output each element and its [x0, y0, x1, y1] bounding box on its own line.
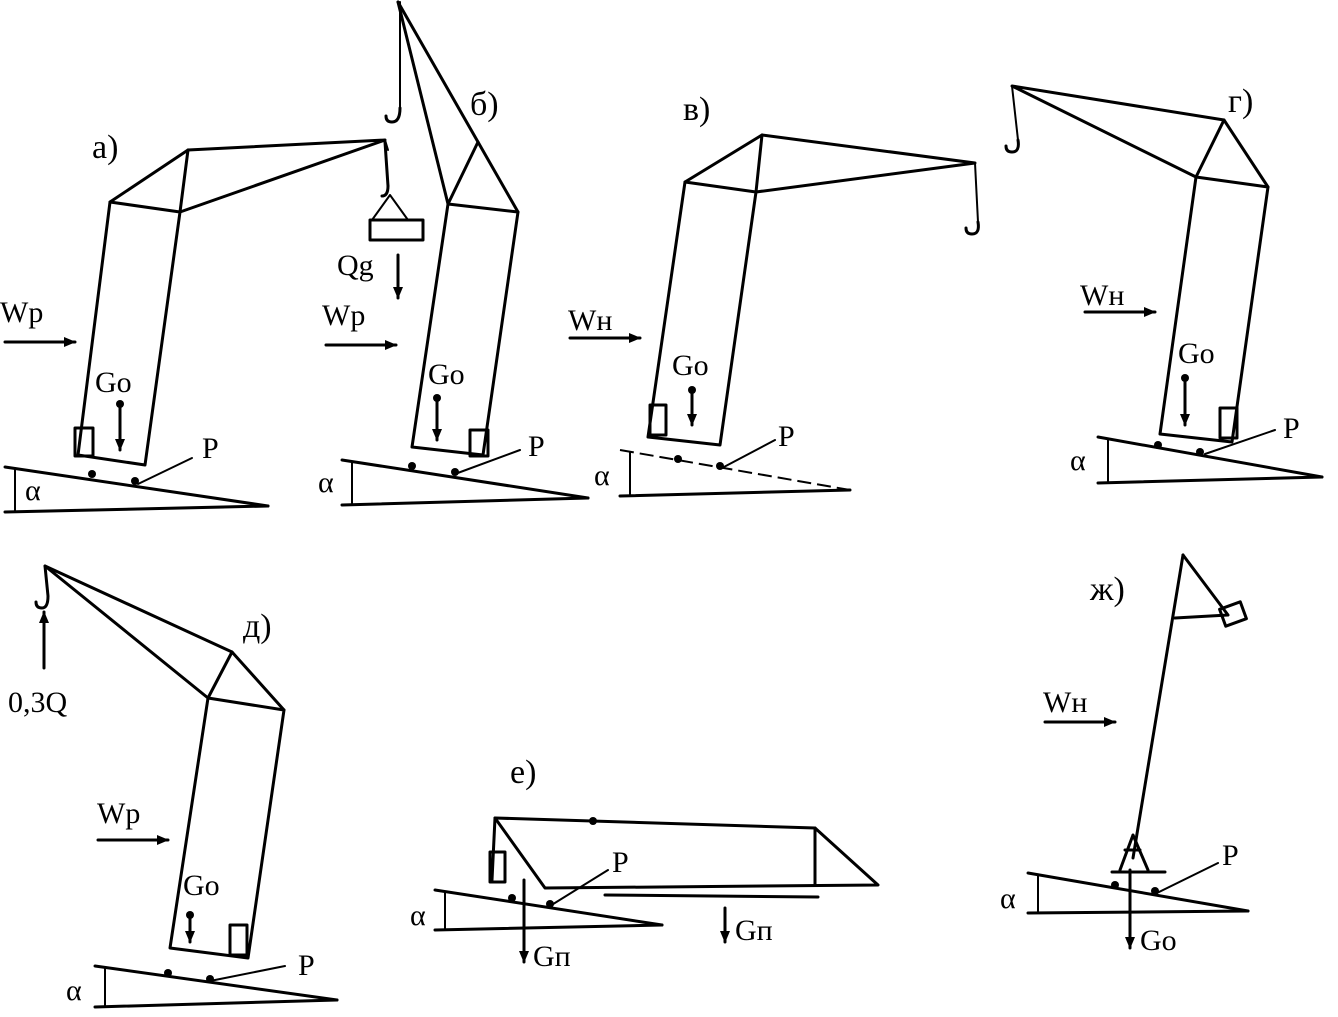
crane-v: [646, 133, 980, 447]
pressure-label-v: P: [778, 420, 795, 453]
panel-e: е) P α Gп Gп: [410, 754, 880, 973]
weight-label-d: Go: [183, 869, 220, 902]
crane-a: [73, 138, 389, 467]
angle-label-b: α: [318, 466, 334, 499]
panel-label-d: д): [243, 608, 272, 645]
panel-label-b: б): [470, 86, 499, 123]
panel-label-a: а): [92, 129, 118, 166]
weight-label-b: Go: [428, 358, 465, 391]
ground-b: [340, 458, 590, 507]
ground-v: [618, 449, 852, 498]
pressure-label-g: P: [1283, 412, 1300, 445]
angle-label-e: α: [410, 899, 426, 932]
angle-label-v: α: [594, 459, 610, 492]
panel-label-v: в): [683, 91, 710, 128]
wind-label-a: Wp: [0, 296, 43, 329]
angle-label-a: α: [25, 474, 41, 507]
ground-g: [1096, 435, 1324, 485]
weight-label-v: Go: [672, 349, 709, 382]
panel-d: д) 0,3Q Wp Go P α: [8, 564, 339, 1009]
weight-label-e-1: Gп: [533, 940, 571, 973]
load-label-b: Qg: [337, 249, 374, 282]
ground-e: [433, 888, 664, 932]
panel-label-zh: ж): [1089, 571, 1125, 608]
angle-label-d: α: [66, 974, 82, 1007]
wind-label-b: Wp: [322, 299, 365, 332]
crane-zh: [1110, 553, 1248, 874]
wind-label-v: Wн: [568, 304, 612, 337]
ground-a: [3, 465, 270, 514]
pressure-label-b: P: [528, 430, 545, 463]
wind-label-d: Wp: [97, 797, 140, 830]
crane-e: [488, 816, 880, 899]
wind-label-zh: Wн: [1043, 686, 1087, 719]
panel-label-e: е): [510, 754, 536, 791]
panel-zh: ж) Wн P α Go: [1000, 553, 1250, 957]
panel-b: б) Qg Wp Go P α: [318, 0, 590, 507]
panel-v: в) Wн Go P α: [568, 91, 980, 498]
lift-label-d: 0,3Q: [8, 686, 68, 719]
pressure-label-d: P: [298, 949, 315, 982]
pressure-label-zh: P: [1222, 839, 1239, 872]
crane-d: [34, 564, 286, 960]
ground-d: [93, 964, 339, 1009]
crane-b: [368, 0, 520, 458]
weight-label-e-2: Gп: [735, 914, 773, 947]
crane-g: [1004, 84, 1270, 444]
panel-a: а) Wp Go P α: [0, 129, 389, 514]
panel-label-g: г): [1228, 83, 1253, 120]
pressure-label-e: P: [612, 846, 629, 879]
wind-label-g: Wн: [1080, 279, 1124, 312]
angle-label-g: α: [1070, 444, 1086, 477]
pressure-label-a: P: [202, 432, 219, 465]
weight-label-a: Go: [95, 366, 132, 399]
ground-zh: [1026, 871, 1250, 915]
angle-label-zh: α: [1000, 882, 1016, 915]
weight-label-g: Go: [1178, 337, 1215, 370]
weight-label-zh: Go: [1140, 924, 1177, 957]
panel-g: г) Wн Go P α: [1004, 83, 1324, 485]
